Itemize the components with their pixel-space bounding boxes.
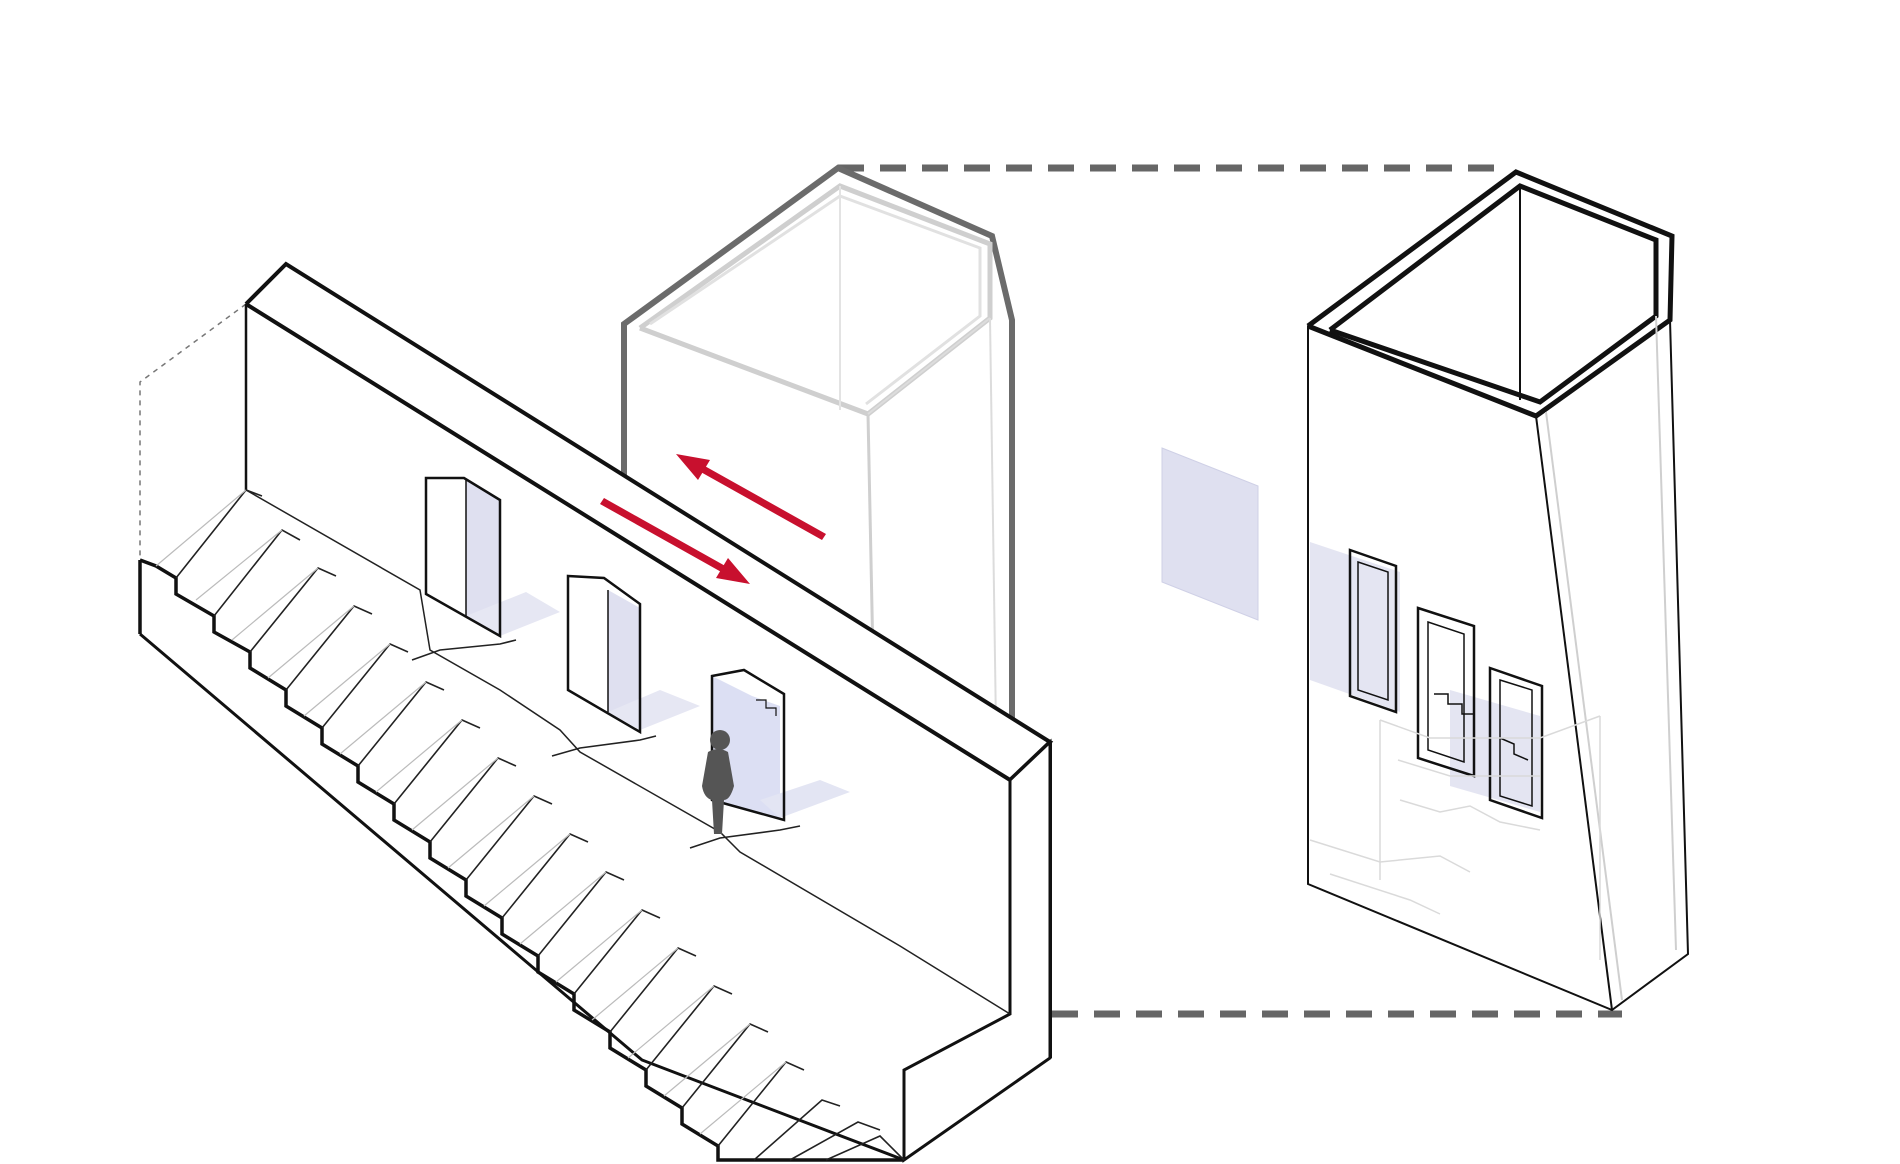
- middle-tower-diagonal-edge: [867, 317, 991, 415]
- right-tower-window-3-inner: [1499, 678, 1533, 808]
- stair-soffit: [139, 632, 905, 1162]
- door-opening-2: [566, 574, 700, 735]
- middle-tower-top-inner: [638, 183, 993, 417]
- door-opening-1: [424, 476, 560, 639]
- door-opening-2-frame: [566, 574, 642, 735]
- arrow-up-left-icon: [676, 454, 826, 540]
- stair-block-fill: [140, 264, 1050, 1160]
- right-tower-window-3: [1488, 666, 1544, 820]
- door-opening-2-floor: [608, 690, 700, 730]
- stair-riser-faces: [155, 489, 787, 1135]
- right-tower-interior-stair: [1434, 693, 1474, 715]
- door-opening-2-reveal: [608, 590, 640, 730]
- direction-arrows: [600, 454, 826, 584]
- stair-stepped-edge: [139, 558, 904, 1162]
- right-tower-inner-facet-2: [1655, 315, 1677, 951]
- door-opening-1-frame: [424, 476, 502, 639]
- arrow-down-right-icon: [600, 498, 750, 584]
- right-tower-glass-band: [1310, 542, 1400, 712]
- projection-guides: [838, 164, 1622, 1018]
- right-tower: [1306, 169, 1690, 1012]
- right-tower-window-1-inner: [1357, 560, 1389, 702]
- right-tower-top-rim-outer: [1306, 169, 1675, 419]
- door-opening-1-reveal: [466, 480, 500, 636]
- stair-wall-base-line: [245, 489, 1011, 1015]
- right-tower-window-1: [1348, 548, 1398, 714]
- middle-tower-top-rim: [649, 194, 982, 406]
- door-opening-3-interior-stair: [756, 699, 777, 716]
- right-tower-faint-interior: [1309, 715, 1601, 960]
- right-tower-window-2-inner: [1427, 620, 1465, 764]
- person-silhouette-icon: [702, 730, 734, 834]
- right-tower-glass-panel-2: [1450, 690, 1540, 812]
- stair-landings: [411, 639, 801, 849]
- right-tower-top-rim-inner: [1328, 183, 1659, 405]
- door-opening-1-floor: [466, 592, 560, 636]
- stair-section-block: [138, 261, 1054, 1163]
- door-opening-3-floor: [760, 780, 850, 818]
- right-tower-interior-stair-2: [1499, 737, 1529, 761]
- floating-glass-pane: [1161, 447, 1259, 621]
- right-tower-inner-facet: [1545, 411, 1623, 1001]
